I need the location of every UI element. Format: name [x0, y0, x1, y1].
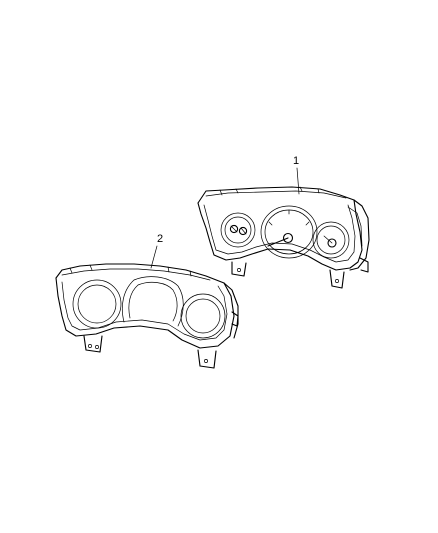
instrument-cluster-part-2 [55, 263, 239, 369]
instrument-cluster-part-1 [197, 186, 370, 289]
callout-2-label: 2 [157, 233, 163, 245]
callout-2: 2 [150, 233, 163, 269]
callout-1-label: 1 [293, 155, 299, 167]
callout-1: 1 [293, 155, 300, 195]
